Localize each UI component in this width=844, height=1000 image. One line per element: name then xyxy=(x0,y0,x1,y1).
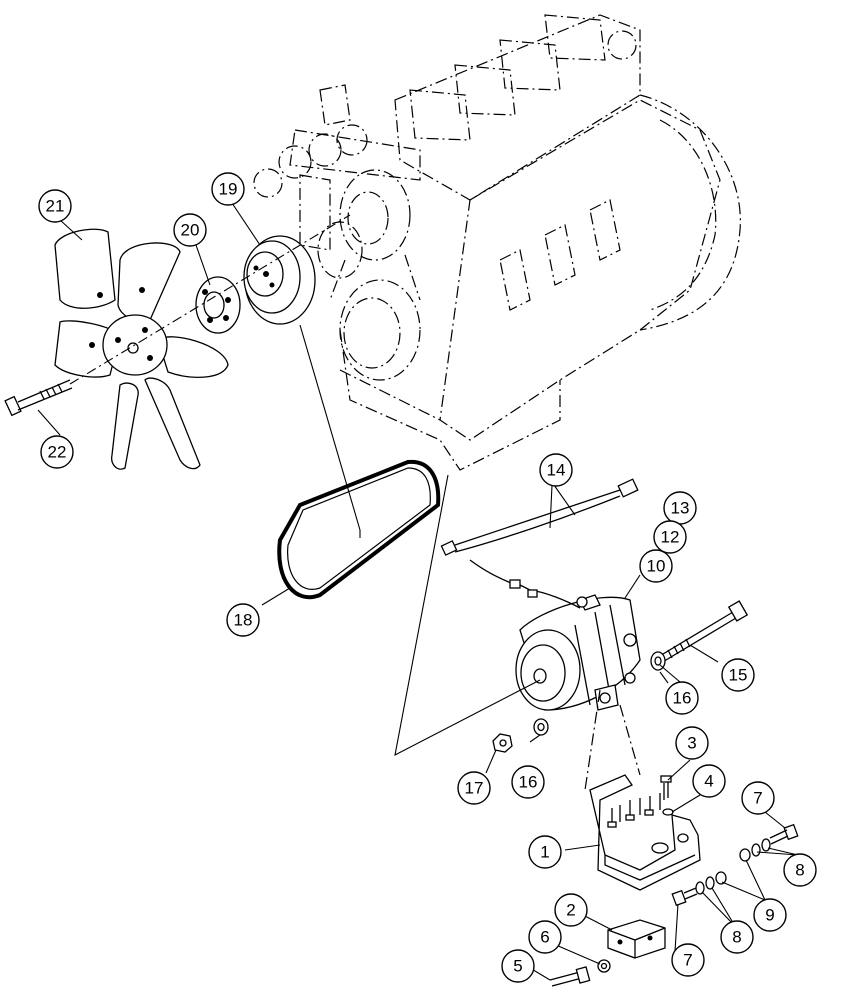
callout-17: 17 xyxy=(457,771,491,805)
callout-8a: 8 xyxy=(783,853,817,887)
callout-13: 13 xyxy=(663,491,697,525)
svg-text:8: 8 xyxy=(732,928,741,947)
callout-14: 14 xyxy=(539,453,573,487)
svg-text:17: 17 xyxy=(465,779,484,798)
callout-10: 10 xyxy=(639,549,673,583)
svg-text:20: 20 xyxy=(181,221,200,240)
fan-spacer xyxy=(195,276,241,334)
callout-21: 21 xyxy=(38,189,72,223)
lower-bolt-assembly xyxy=(671,871,727,907)
fan-assembly xyxy=(54,228,229,470)
compressor-bolt xyxy=(652,600,749,667)
svg-text:14: 14 xyxy=(547,461,566,480)
svg-text:7: 7 xyxy=(683,951,692,970)
svg-text:12: 12 xyxy=(661,528,680,547)
svg-text:6: 6 xyxy=(540,928,549,947)
callout-1: 1 xyxy=(528,835,562,869)
callout-6: 6 xyxy=(528,920,562,954)
compressor-nut xyxy=(492,733,513,753)
callout-18: 18 xyxy=(226,603,260,637)
svg-text:2: 2 xyxy=(566,901,575,920)
washer xyxy=(597,959,611,973)
callout-12: 12 xyxy=(653,520,687,554)
callout-19: 19 xyxy=(211,172,245,206)
svg-text:13: 13 xyxy=(671,499,690,518)
callout-3: 3 xyxy=(675,726,709,760)
fan-blade xyxy=(54,228,116,309)
spacer-block xyxy=(607,919,666,959)
engine-block-phantom xyxy=(253,14,741,471)
svg-text:10: 10 xyxy=(647,557,666,576)
compressor-nut-washer xyxy=(533,651,666,736)
callout-15: 15 xyxy=(721,658,755,692)
svg-text:7: 7 xyxy=(753,789,762,808)
svg-text:18: 18 xyxy=(234,611,253,630)
svg-text:5: 5 xyxy=(513,957,522,976)
svg-text:16: 16 xyxy=(519,773,538,792)
svg-text:16: 16 xyxy=(673,689,692,708)
callout-7a: 7 xyxy=(741,781,775,815)
bracket-bolts xyxy=(660,775,672,800)
callout-5: 5 xyxy=(501,949,535,983)
svg-text:8: 8 xyxy=(795,861,804,880)
callout-9: 9 xyxy=(753,898,787,932)
callout-4: 4 xyxy=(692,764,726,798)
svg-text:3: 3 xyxy=(687,734,696,753)
callout-2: 2 xyxy=(554,893,588,927)
svg-text:21: 21 xyxy=(46,197,65,216)
callout-8b: 8 xyxy=(720,920,754,954)
svg-text:22: 22 xyxy=(48,443,67,462)
fan-blade xyxy=(117,242,181,322)
upper-bolt-assembly xyxy=(739,823,799,862)
callout-22: 22 xyxy=(40,435,74,469)
svg-text:1: 1 xyxy=(540,843,549,862)
screw xyxy=(549,966,591,987)
fan-pulley xyxy=(243,235,316,325)
callout-16a: 16 xyxy=(665,681,699,715)
callout-7b: 7 xyxy=(671,943,705,977)
ac-compressor xyxy=(515,594,641,711)
fan-blade xyxy=(111,382,139,470)
fan-blade xyxy=(144,377,201,470)
svg-text:15: 15 xyxy=(729,666,748,685)
svg-text:19: 19 xyxy=(219,180,238,199)
fan-blade xyxy=(157,336,229,378)
leader-lines xyxy=(37,199,799,981)
wiring-harness xyxy=(440,478,639,609)
svg-text:4: 4 xyxy=(704,772,713,791)
svg-text:9: 9 xyxy=(765,906,774,925)
bracket-washer xyxy=(662,808,674,816)
fan-bolt xyxy=(4,379,73,417)
callout-20: 20 xyxy=(173,213,207,247)
drive-belt xyxy=(277,459,441,599)
callout-16b: 16 xyxy=(511,765,545,799)
compressor-mounting-bracket xyxy=(589,774,701,891)
